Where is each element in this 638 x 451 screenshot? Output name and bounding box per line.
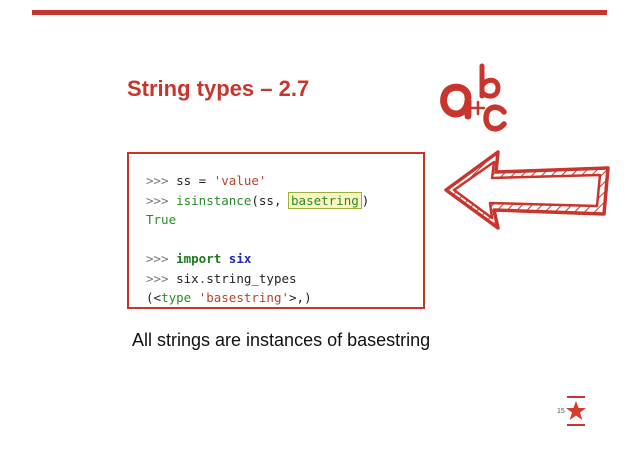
left-arrow-icon — [444, 150, 610, 230]
code-line-2: >>> isinstance(ss, basetring) — [146, 191, 369, 211]
code-text: >,) — [289, 290, 312, 305]
code-text: ) — [361, 192, 370, 208]
keyword-import: import — [168, 251, 222, 266]
code-line-1: >>> ss = 'value' — [146, 171, 369, 191]
string-literal: 'value' — [213, 173, 267, 188]
highlighted-token: basetring — [288, 191, 362, 209]
page-number: 15 — [557, 408, 565, 415]
top-rule — [32, 10, 607, 15]
operator: . — [198, 270, 207, 286]
slide-title: String types – 2.7 — [127, 76, 310, 101]
code-box — [127, 152, 425, 309]
code-line-3: True — [146, 210, 369, 230]
module-name: six — [221, 251, 252, 266]
prompt: >>> — [146, 251, 169, 266]
code-line-5: >>> six.string_types — [146, 269, 369, 289]
prompt: >>> — [146, 192, 169, 208]
code-line-blank — [146, 230, 369, 250]
prompt: >>> — [146, 173, 169, 188]
abc-letters-icon — [440, 63, 507, 132]
output-value: True — [146, 212, 177, 227]
code-text: (ss, — [251, 192, 290, 208]
function-name: isinstance — [168, 192, 252, 208]
code-text: (< — [146, 290, 162, 305]
prompt: >>> — [146, 270, 169, 286]
code-line-6: (<type 'basestring'>,) — [146, 288, 369, 308]
caption-text: All strings are instances of basestring — [132, 330, 431, 350]
code-block: >>> ss = 'value'>>> isinstance(ss, baset… — [146, 171, 369, 308]
star-icon — [566, 396, 586, 426]
type-keyword: type — [161, 290, 192, 305]
code-text: string_types — [206, 270, 297, 286]
code-text: six — [168, 270, 199, 286]
string-literal: 'basestring' — [191, 290, 290, 305]
code-text: ss = — [168, 173, 214, 188]
code-line-4: >>> import six — [146, 249, 369, 269]
